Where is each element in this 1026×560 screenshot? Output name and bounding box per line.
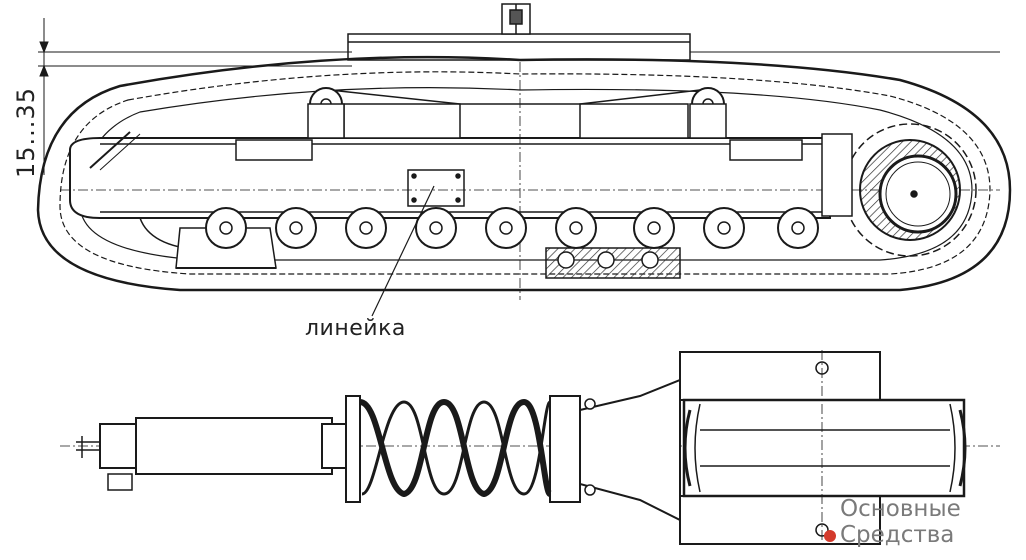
carrier-rollers — [307, 87, 727, 139]
track-frame — [69, 89, 831, 219]
watermark-line2: Средства — [840, 522, 955, 548]
recoil-assembly-view — [60, 350, 1000, 548]
rock-guard — [545, 247, 681, 279]
hydraulic-cylinder — [76, 417, 349, 491]
callout-label: линейка — [305, 316, 406, 341]
watermark-line1: Основные — [840, 496, 961, 522]
upper-track-view — [36, 3, 1012, 317]
dimension-lines — [38, 18, 1000, 175]
track-chain — [36, 55, 1012, 292]
watermark-dot-icon — [824, 530, 836, 542]
ruler-plate — [407, 169, 465, 207]
dimension-label: 15...35 — [12, 87, 40, 178]
yoke — [579, 378, 681, 522]
drive-sprocket — [821, 123, 977, 257]
track-rollers — [205, 207, 819, 249]
top-mount-plate — [347, 3, 691, 61]
recoil-spring — [345, 395, 581, 503]
idler-wheel — [679, 350, 967, 548]
callout-leader — [371, 185, 435, 317]
watermark-logo: Основные Средства — [818, 496, 1018, 558]
